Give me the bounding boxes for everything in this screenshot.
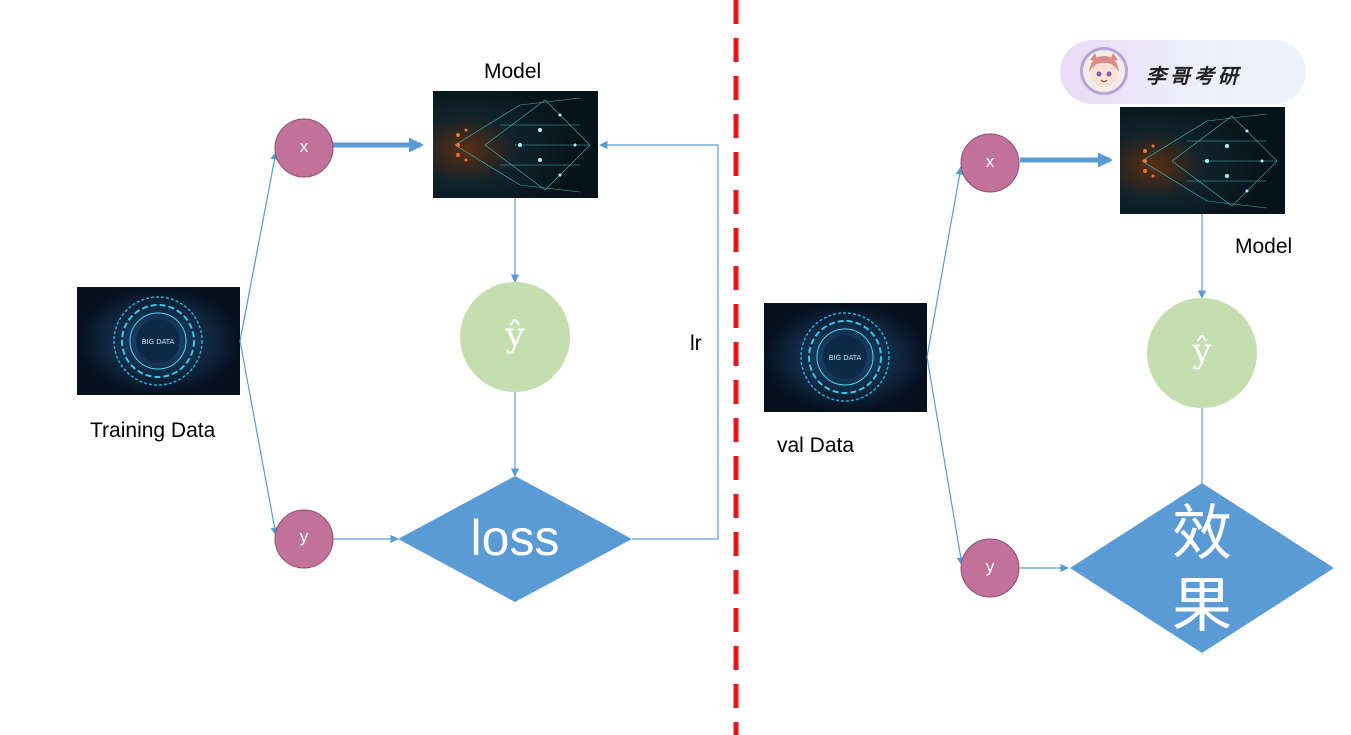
yhat-left-label: ŷ — [505, 315, 525, 355]
y-node-right-label: y — [985, 557, 995, 576]
yhat-node-right — [1147, 298, 1257, 408]
anime-girl-avatar-icon — [1080, 47, 1128, 95]
yhat-node-left — [460, 282, 570, 392]
yhat-right-label: ŷ — [1192, 331, 1212, 371]
effect-diamond — [1070, 483, 1334, 653]
training-data-image: BIG DATA — [77, 287, 240, 395]
model-label-right: Model — [1235, 235, 1293, 258]
lr-label: lr — [690, 332, 702, 355]
x-node-left — [274, 118, 334, 178]
model-label-left: Model — [484, 60, 542, 83]
watermark-text: 李哥考研 — [1146, 64, 1242, 88]
y-node-left-label: y — [299, 527, 309, 546]
x-node-left-label: x — [299, 137, 309, 156]
model-image-right — [1120, 107, 1285, 214]
model-image-left — [433, 91, 598, 198]
watermark-badge: 李哥考研 — [1060, 40, 1306, 104]
effect-label: 效 果 — [1172, 499, 1232, 641]
val-data-label: val Data — [777, 434, 855, 457]
loss-diamond — [398, 476, 632, 602]
y-node-left — [274, 509, 334, 569]
avatar-icon — [1089, 53, 1119, 87]
arrow-val-to-y — [926, 356, 965, 566]
arrow-loss-to-model-lr — [599, 140, 719, 540]
val-data-image: BIG DATA — [764, 303, 927, 412]
training-data-label: Training Data — [90, 419, 216, 442]
x-node-right-label: x — [985, 152, 995, 171]
y-node-right — [960, 538, 1020, 598]
arrow-data-to-y — [239, 340, 279, 536]
x-node-right — [960, 133, 1020, 193]
arrow-data-to-x — [239, 151, 279, 342]
loss-label: loss — [470, 510, 560, 566]
big-data-caption: BIG DATA — [142, 338, 175, 346]
arrow-val-to-x — [926, 166, 964, 358]
big-data-caption: BIG DATA — [829, 354, 862, 362]
